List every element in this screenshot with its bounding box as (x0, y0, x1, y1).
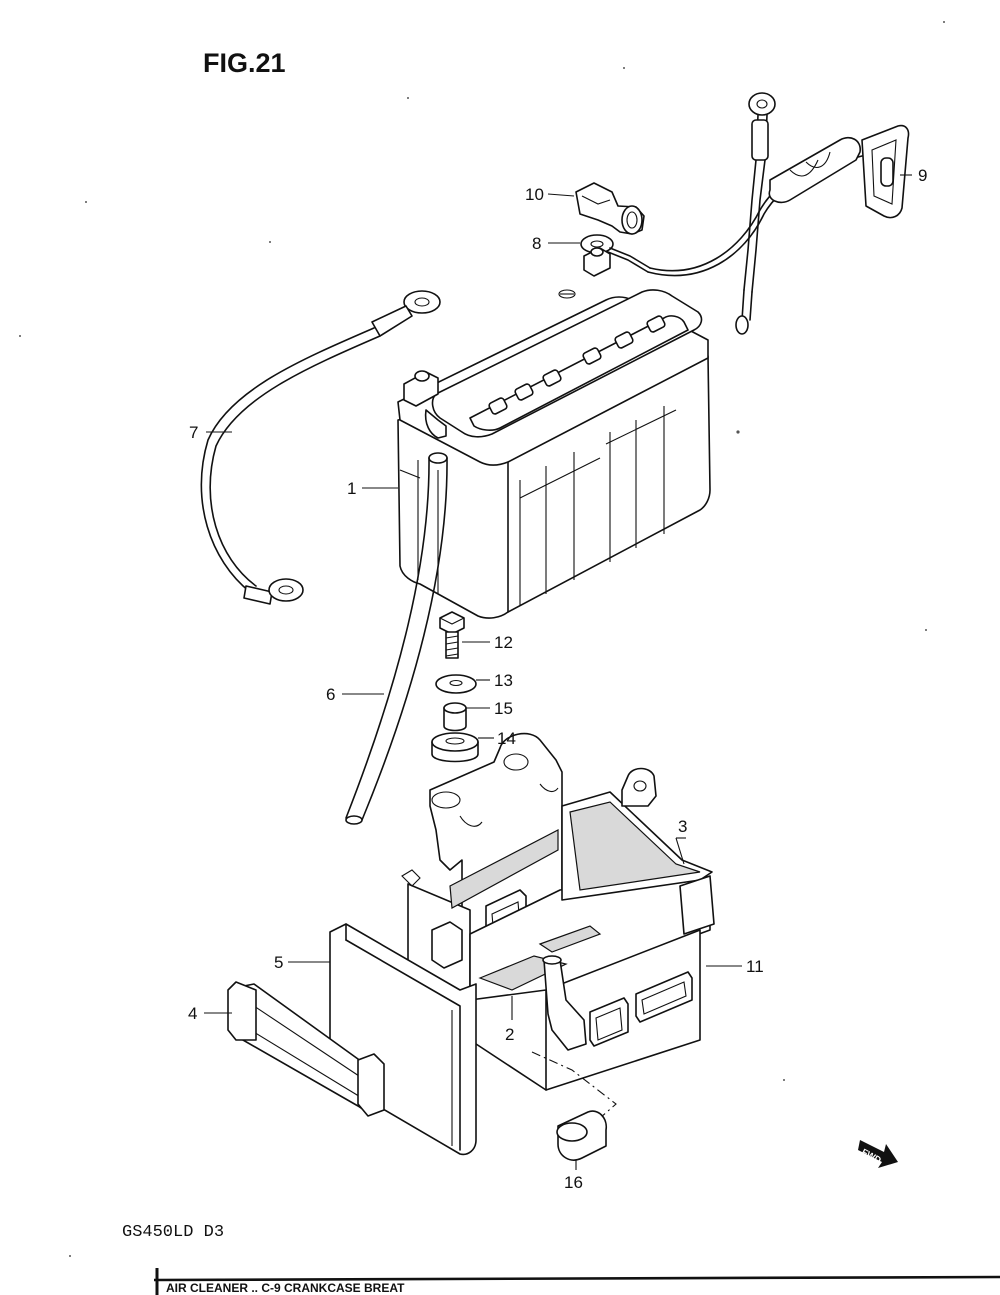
callout-4: 4 (188, 1004, 197, 1023)
fwd-arrow-icon: FWD (858, 1140, 898, 1168)
part-8-9-harness (580, 92, 910, 335)
callout-10: 10 (525, 185, 544, 204)
callout-16: 16 (564, 1173, 583, 1192)
part-13-washer (435, 674, 477, 694)
callout-8: 8 (532, 234, 541, 253)
callout-3: 3 (678, 817, 687, 836)
callout-14: 14 (497, 729, 516, 748)
part-16-cap (531, 1051, 617, 1161)
callout-7: 7 (189, 423, 198, 442)
callout-6: 6 (326, 685, 335, 704)
part-10-terminal-cover (575, 182, 645, 235)
callout-5: 5 (274, 953, 283, 972)
footer-text: AIR CLEANER .. C-9 CRANKCASE BREAT (166, 1281, 405, 1295)
footer-strip: AIR CLEANER .. C-9 CRANKCASE BREAT (153, 1268, 1000, 1295)
figure-title: FIG.21 (203, 48, 286, 78)
scan-specks (19, 21, 945, 1257)
part-1-battery (397, 247, 711, 619)
fwd-label: FWD (860, 1147, 883, 1166)
callout-13: 13 (494, 671, 513, 690)
callout-15: 15 (494, 699, 513, 718)
part-6-breather-tube (345, 452, 448, 825)
callout-12: 12 (494, 633, 513, 652)
part-4-band (227, 981, 385, 1117)
part-15-collar (443, 702, 467, 732)
callout-11: 11 (746, 957, 764, 976)
part-14-cushion (431, 732, 479, 763)
leader-lines (204, 174, 912, 1170)
part-7-battery-cable (200, 290, 441, 605)
model-code: GS450LD D3 (122, 1223, 224, 1242)
callout-2: 2 (505, 1025, 514, 1044)
callout-9: 9 (918, 166, 927, 185)
part-11-battery-holder (401, 732, 715, 1091)
callout-1: 1 (347, 479, 356, 498)
part-12-bolt (439, 611, 465, 659)
